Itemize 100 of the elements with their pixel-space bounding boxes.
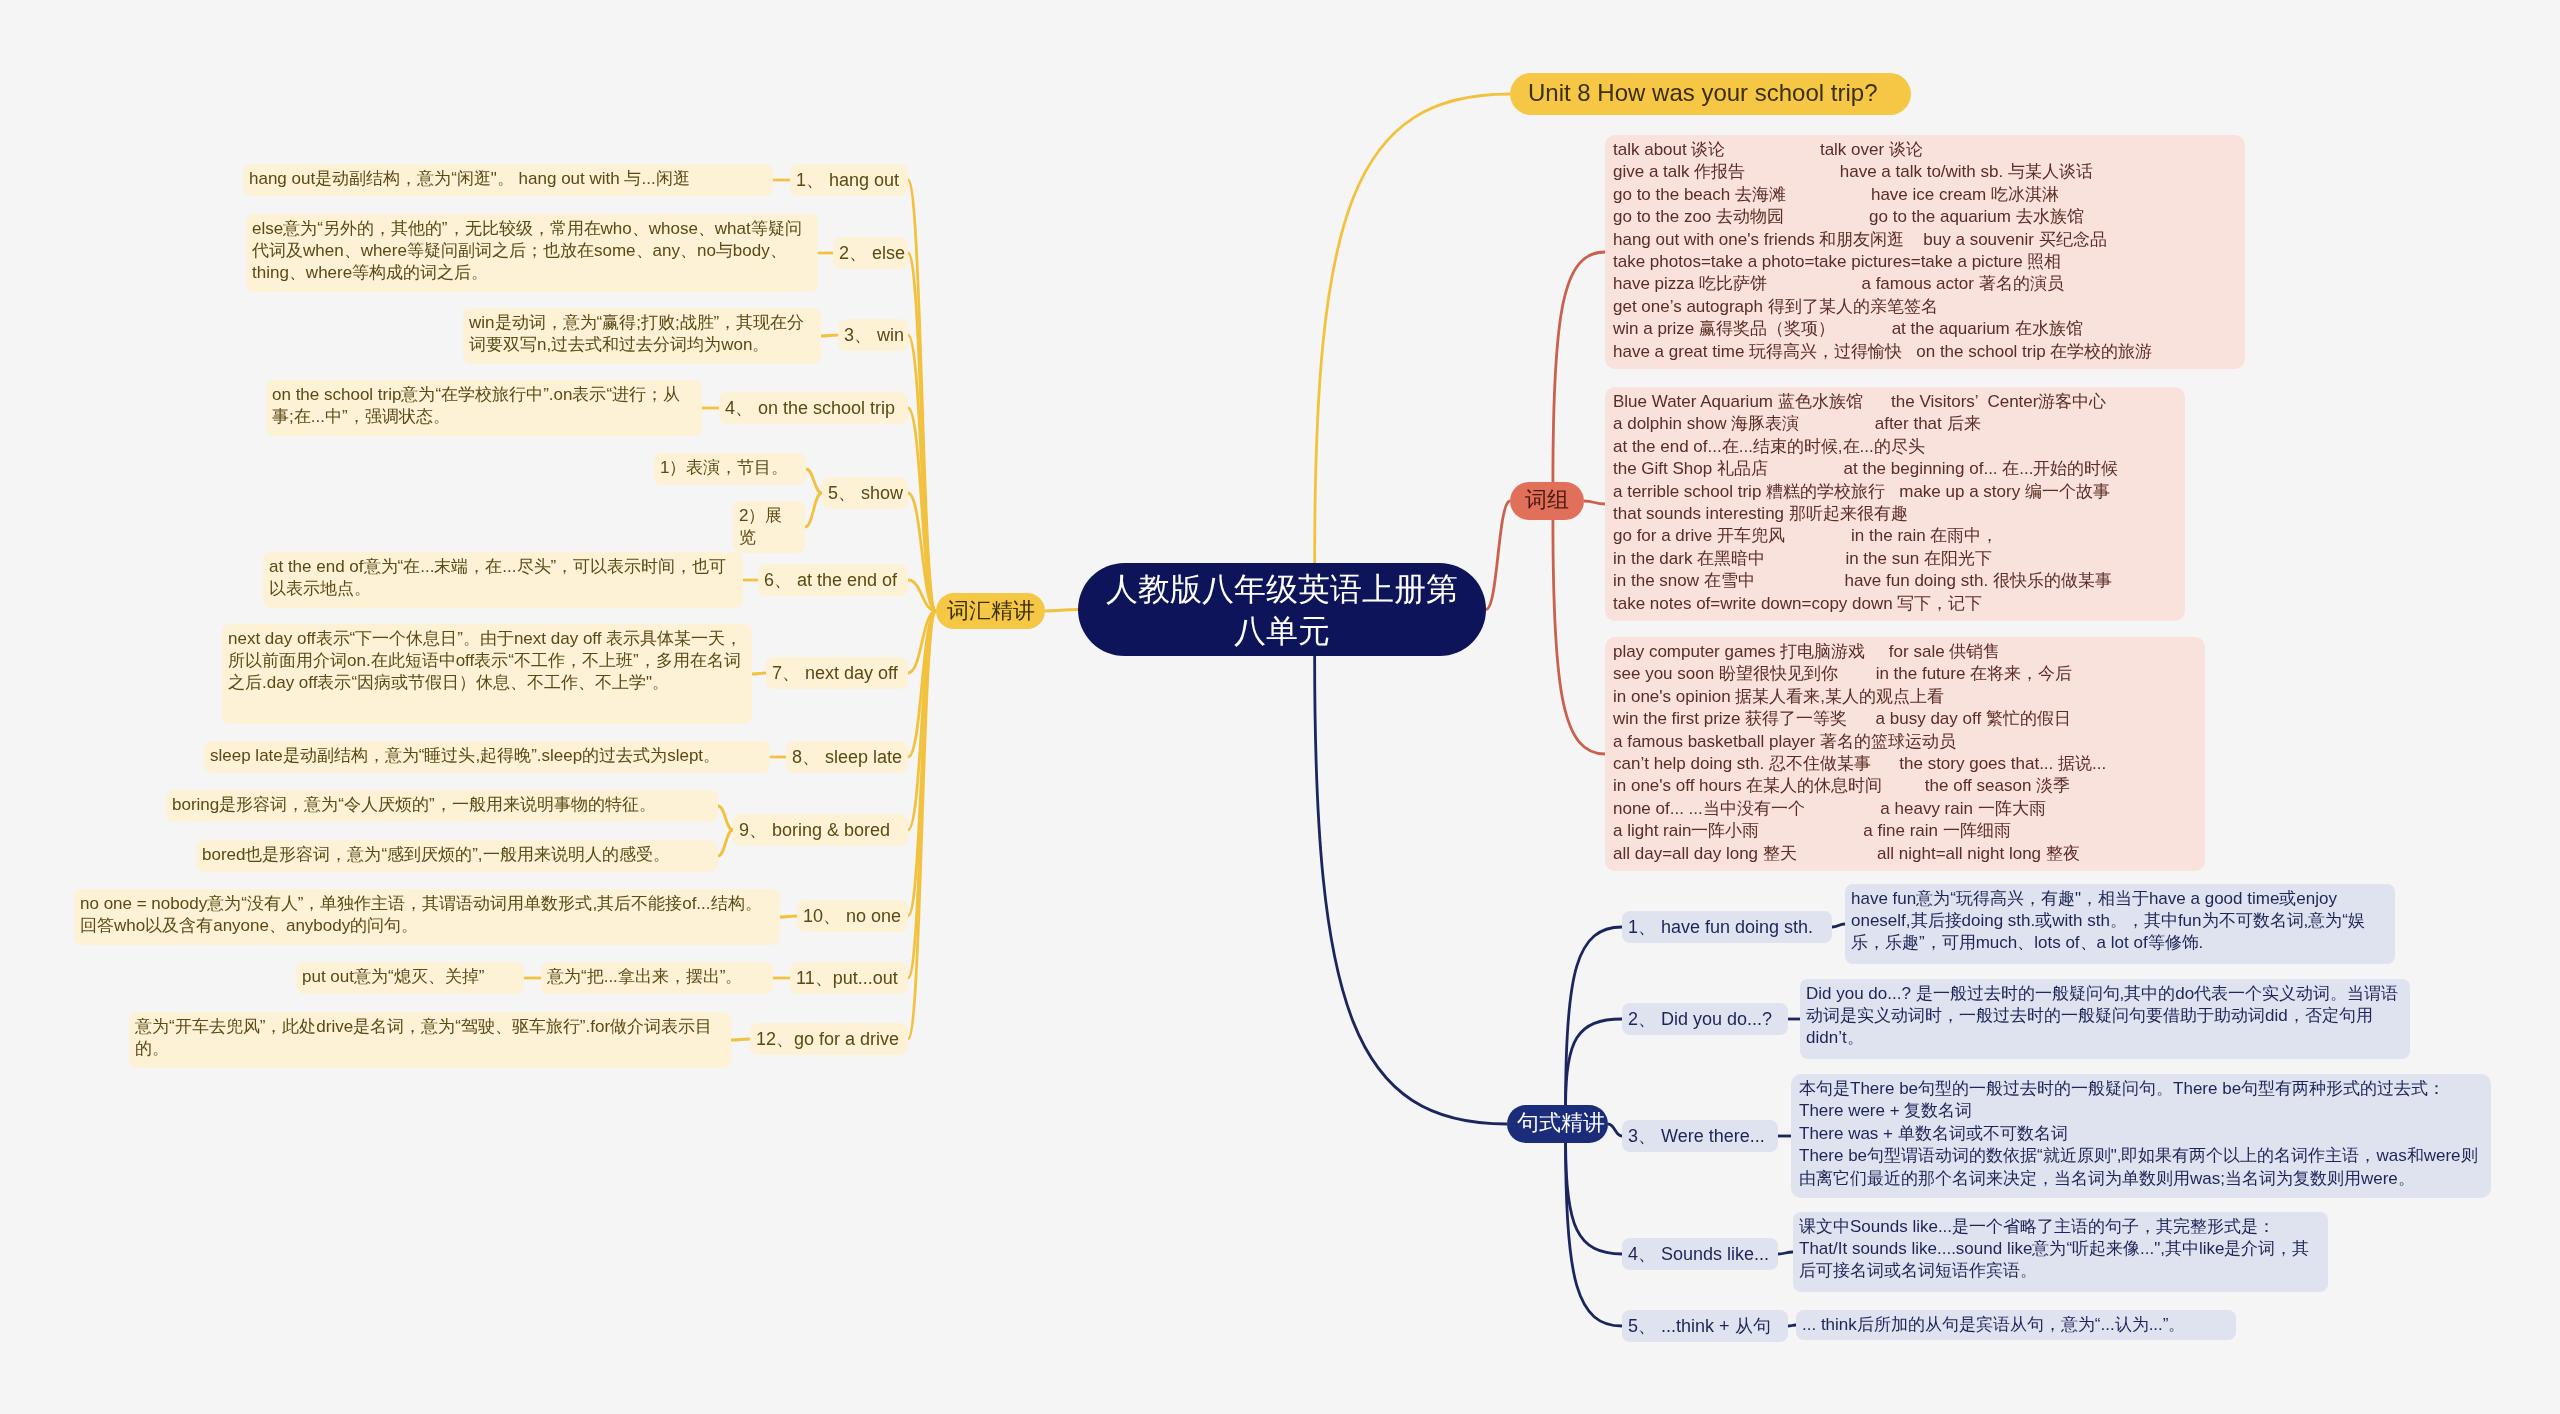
phrase-panel — [1791, 1074, 2491, 1198]
note-box: ... think后所加的从句是宾语从句，意为“...认为...”。 — [1796, 1310, 2236, 1340]
central-topic: 人教版八年级英语上册第八单元 — [1078, 563, 1486, 656]
phrase-line: a terrible school trip 糟糕的学校旅行 make up a story 编一个故事 — [1613, 480, 2111, 503]
subtopic-label: 1、 have fun doing sth. — [1622, 911, 1832, 943]
subtopic-label: 6、 at the end of — [758, 564, 908, 596]
connector-line — [1551, 250, 1606, 482]
connector-line — [730, 1037, 751, 1042]
phrase-line: a light rain一阵小雨 a fine rain 一阵细雨 — [1613, 820, 2012, 843]
note-box: 意为“开车去兜风”，此处drive是名词，意为“驾驶、驱车旅行”.for做介词表示目的。 — [129, 1012, 731, 1068]
phrase-line: go for a drive 开车兜风 in the rain 在雨中， — [1613, 525, 2000, 548]
subtopic-label: 4、 on the school trip — [719, 392, 908, 424]
note-box: hang out是动副结构，意为“闲逛"。 hang out with 与...闲逛 — [243, 164, 773, 196]
connector-line — [1485, 499, 1511, 611]
connector-line — [1313, 656, 1508, 1126]
connector-line — [717, 804, 734, 832]
branch-topic: 词组 — [1510, 482, 1584, 520]
branch-topic: 句式精讲 — [1507, 1105, 1608, 1143]
note-line: 本句是There be句型的一般过去时的一般疑问句。There be句型有两种形式的过去式： — [1799, 1078, 2447, 1100]
phrase-line: go to the zoo 去动物园 go to the aquarium 去水族馆 — [1613, 206, 2085, 229]
subtopic-label: 4、 Sounds like... — [1622, 1238, 1778, 1270]
connector-line — [779, 914, 798, 919]
branch-topic: 词汇精讲 — [936, 593, 1045, 629]
phrase-line: take photos=take a photo=take pictures=take a picture 照相 — [1613, 251, 2063, 274]
connector-line — [1607, 1122, 1623, 1138]
connector-line — [805, 467, 823, 495]
note-box: on the school trip意为“在学校旅行中”.on表示“进行；从事;在...中”，强调状态。 — [266, 380, 702, 436]
phrase-line: the Gift Shop 礼品店 at the beginning of... 在...开始的时候 — [1613, 458, 2120, 481]
connector-line — [804, 491, 823, 529]
connector-line — [1045, 608, 1078, 613]
phrase-line: Blue Water Aquarium 蓝色水族馆 the Visitors’ Center游客中心 — [1613, 391, 2108, 413]
phrase-line: win the first prize 获得了一等奖 a busy day off 繁忙的假日 — [1613, 708, 2072, 731]
phrase-line: give a talk 作报告 have a talk to/with sb. 与某人谈话 — [1613, 161, 2094, 184]
connector-line — [717, 828, 734, 858]
phrase-panel — [1605, 387, 2185, 621]
note-box: put out意为“熄灭、关掉” — [296, 962, 524, 994]
subtopic-label: 12、go for a drive — [750, 1023, 908, 1055]
phrase-line: at the end of...在...结束的时候,在...的尽头 — [1613, 435, 1926, 458]
subtopic-label: 10、 no one — [797, 900, 908, 932]
note-line: There were + 复数名词 — [1799, 1100, 1974, 1123]
note-line: There be句型谓语动词的数依据“就近原则",即如果有两个以上的名词作主语，was和were则由离它们最近的那个名词来决定，当名词为单数则用was;当名词为复数则用were。 — [1799, 1145, 2479, 1190]
connector-line — [1787, 1323, 1797, 1328]
phrase-line: go to the beach 去海滩 have ice cream 吃冰淇淋 — [1613, 183, 2060, 206]
phrase-line: can’t help doing sth. 忍不住做某事 the story goes that... 据说... — [1613, 753, 2108, 776]
connector-line — [751, 671, 767, 676]
note-box: 意为“把...拿出来，摆出”。 — [541, 962, 773, 994]
subtopic-label: 5、 ...think + 从句 — [1622, 1310, 1788, 1342]
phrase-line: in the dark 在黑暗中 in the sun 在阳光下 — [1613, 547, 1993, 570]
subtopic-label: 7、 next day off — [766, 657, 908, 689]
phrase-line: take notes of=write down=copy down 写下，记下 — [1613, 592, 1984, 615]
subtopic-label: 2、 Did you do...? — [1622, 1003, 1788, 1035]
subtopic-label: 2、 else — [833, 237, 908, 269]
phrase-line: see you soon 盼望很快见到你 in the future 在将来，今后 — [1613, 663, 2074, 686]
phrase-line: in one's opinion 据某人看来,某人的观点上看 — [1613, 685, 1946, 708]
phrase-line: in one's off hours 在某人的休息时间 the off season 淡季 — [1613, 775, 2072, 798]
note-box: next day off表示“下一个休息日”。由于next day off 表示具体某一天，所以前面用介词on.在此短语中off表示“不工作，不上班”，多用在名词之后.day off表示“因病或节假日）休息、不工作、不上学"。 — [222, 624, 752, 724]
connector-line — [1564, 1017, 1623, 1106]
phrase-panel — [1605, 135, 2245, 369]
note-box: no one = nobody意为“没有人”，单独作主语，其谓语动词用单数形式,其后不能接of...结构。回答who以及含有anyone、anybody的问句。 — [74, 889, 780, 945]
connector-line — [820, 333, 839, 338]
phrase-line: talk about 谈论 talk over 谈论 — [1613, 139, 1924, 161]
phrase-line: a famous basketball player 著名的篮球运动员 — [1613, 730, 1957, 753]
note-box: win是动词，意为“赢得;打败;战胜”，其现在分词要双写n,过去式和过去分词均为won。 — [463, 308, 821, 364]
connector-line — [1583, 499, 1606, 506]
phrase-line: hang out with one's friends 和朋友闲逛 buy a souvenir 买纪念品 — [1613, 228, 2108, 251]
connector-line — [1551, 520, 1606, 756]
phrase-line: a dolphin show 海豚表演 after that 后来 — [1613, 413, 1982, 436]
title-topic: Unit 8 How was your school trip? — [1510, 73, 1911, 115]
phrase-line: play computer games 打电脑游戏 for sale 供销售 — [1613, 641, 2002, 663]
phrase-line: all day=all day long 整天 all night=all night long 整夜 — [1613, 842, 2081, 865]
note-box: sleep late是动副结构，意为“睡过头,起得晚”.sleep的过去式为slept。 — [204, 741, 770, 773]
note-box: 课文中Sounds like...是一个省略了主语的句子，其完整形式是：That/It sounds like....sound like意为“听起来像...",其中like是介词，其后可接名词或名词短语作宾语。 — [1793, 1212, 2328, 1292]
note-box: 1）表演，节目。 — [654, 453, 806, 485]
subtopic-label: 1、 hang out — [790, 164, 908, 196]
subtopic-label: 11、put...out — [790, 962, 908, 994]
connector-line — [1831, 922, 1846, 929]
phrase-line: have a great time 玩得高兴，过得愉快 on the school trip 在学校的旅游 — [1613, 340, 2154, 363]
phrase-line: have pizza 吃比萨饼 a famous actor 著名的演员 — [1613, 273, 2065, 296]
phrase-line: win a prize 赢得奖品（奖项） at the aquarium 在水族馆 — [1613, 318, 2084, 341]
note-box: else意为“另外的，其他的”，无比较级，常用在who、whose、what等疑问代词及when、where等疑问副词之后；也放在some、any、no与body、thing、where等构成的词之后。 — [246, 214, 818, 292]
note-box: have fun意为“玩得高兴，有趣"，相当于have a good time或enjoy oneself,其后接doing sth.或with sth。，其中fun为不可数名词,意为“娱乐，乐趣”，可用much、lots of、a lot of等修饰. — [1845, 884, 2395, 964]
note-line: There was + 单数名词或不可数名词 — [1799, 1122, 2069, 1145]
connector-line — [1313, 92, 1511, 563]
subtopic-label: 3、 Were there... — [1622, 1120, 1778, 1152]
connector-line — [1564, 1143, 1623, 1328]
note-box: Did you do...? 是一般过去时的一般疑问句,其中的do代表一个实义动词。当谓语动词是实义动词时，一般过去时的一般疑问句要借助于助动词did，否定句用didn’t。 — [1800, 979, 2410, 1059]
phrase-line: get one’s autograph 得到了某人的亲笔签名 — [1613, 295, 1939, 318]
phrase-line: that sounds interesting 那听起来很有趣 — [1613, 503, 1909, 526]
phrase-panel — [1605, 637, 2205, 871]
subtopic-label: 5、 show — [822, 477, 908, 509]
subtopic-label: 3、 win — [838, 319, 908, 351]
note-box: 2）展览 — [733, 501, 805, 553]
subtopic-label: 8、 sleep late — [786, 741, 908, 773]
connector-line — [1777, 1250, 1794, 1256]
note-box: boring是形容词，意为“令人厌烦的”，一般用来说明事物的特征。 — [166, 790, 718, 822]
subtopic-label: 9、 boring & bored — [733, 814, 908, 846]
phrase-line: none of... ...当中没有一个 a heavy rain 一阵大雨 — [1613, 797, 2047, 820]
note-box: at the end of意为“在...末端，在...尽头”，可以表示时间，也可以表示地点。 — [263, 552, 743, 608]
note-box: bored也是形容词，意为“感到厌烦的”,一般用来说明人的感受。 — [196, 840, 718, 872]
phrase-line: in the snow 在雪中 have fun doing sth. 很快乐的做某事 — [1613, 570, 2113, 593]
